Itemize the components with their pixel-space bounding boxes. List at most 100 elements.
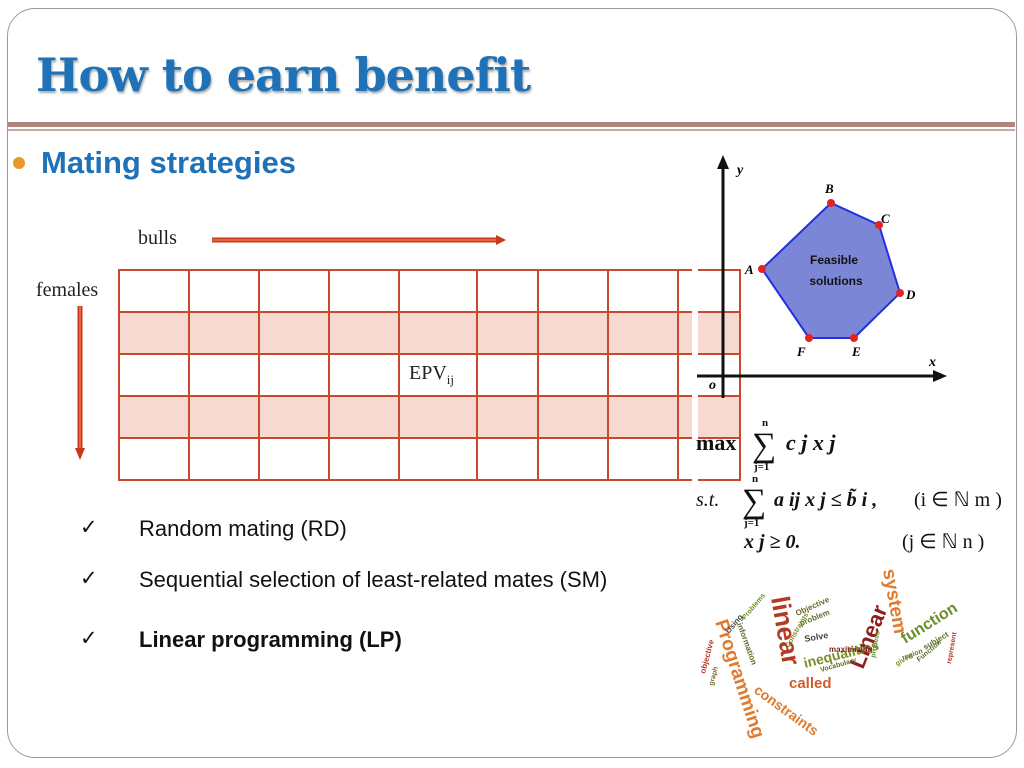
word-solve: Solve: [804, 630, 829, 644]
matrix-cell: [476, 437, 539, 481]
epv-text: EPV: [409, 362, 447, 384]
vertex-label-b: B: [824, 181, 834, 196]
nonnegativity: x j ≥ 0.: [743, 531, 801, 553]
sum-top-n-2: n: [752, 473, 758, 485]
strategy-linear-programming: Linear programming (LP): [139, 627, 402, 652]
y-axis-arrow-icon: [717, 155, 729, 169]
word-maximizing: maximizing: [829, 645, 873, 654]
subject-to-label: s.t.: [696, 489, 719, 511]
matrix-cell: [607, 437, 679, 481]
matrix-cell: [537, 437, 609, 481]
vertex-label-e: E: [851, 344, 861, 359]
nonnegativity-domain: (j ∈ ℕ n ): [902, 531, 984, 553]
sum-symbol-2: ∑: [742, 483, 766, 520]
matrix-cell: [328, 269, 400, 313]
vertex-a: [758, 265, 766, 273]
constraint-domain: (i ∈ ℕ m ): [914, 489, 1002, 511]
matrix-cell: [118, 395, 190, 439]
matrix-row: [118, 395, 741, 439]
feasible-region-diagram: y x o Feasible solutions A B C D E F: [697, 155, 947, 398]
grid-clip: [692, 262, 698, 484]
vertex-label-a: A: [744, 262, 754, 277]
right-arrow-icon: [212, 235, 506, 245]
matrix-cell: [607, 353, 679, 397]
x-axis-arrow-icon: [933, 370, 947, 382]
matrix-cell: [258, 269, 330, 313]
linear-programming-word-cloud: Programming linear Linear system functio…: [698, 567, 960, 741]
title-divider-thin: [8, 129, 1015, 131]
matrix-cell: [118, 311, 190, 355]
strategy-random-mating: Random mating (RD): [139, 516, 347, 541]
sum-bottom-index-2: j=1: [743, 517, 759, 529]
matrix-cell: [328, 395, 400, 439]
vertex-label-c: C: [881, 211, 890, 226]
matrix-cell: [476, 395, 539, 439]
matrix-cell: [537, 311, 609, 355]
vertex-d: [896, 289, 904, 297]
bullet-icon: [13, 157, 25, 169]
y-axis-label: y: [735, 163, 744, 178]
matrix-cell: [188, 269, 260, 313]
matrix-cell: [607, 395, 679, 439]
matrix-cell: [607, 311, 679, 355]
max-label: max: [696, 430, 736, 455]
females-label: females: [36, 279, 99, 301]
matrix-cell: [677, 437, 741, 481]
epv-subscript: ij: [446, 372, 455, 387]
strategy-sequential-selection: Sequential selection of least-related ma…: [139, 567, 608, 592]
matrix-cell: [537, 353, 609, 397]
epv-cell-label: EPVij: [409, 362, 454, 388]
down-arrow-icon: [75, 306, 85, 460]
matrix-cell: [537, 269, 609, 313]
region-label-line2: solutions: [809, 274, 863, 288]
region-label-line1: Feasible: [810, 253, 858, 267]
x-axis-label: x: [928, 355, 936, 370]
matrix-cell: [328, 311, 400, 355]
matrix-cell: [398, 311, 478, 355]
slide-title: How to earn benefit: [36, 48, 531, 102]
sum-bottom-index: j=1: [753, 461, 769, 473]
matrix-cell: [258, 311, 330, 355]
word-graph: graph: [708, 666, 720, 687]
matrix-cell: [118, 353, 190, 397]
bulls-label: bulls: [138, 227, 177, 249]
matrix-cell: [476, 311, 539, 355]
word-problems: Problems: [741, 592, 767, 621]
lp-formula: max n ∑ j=1 c j x j s.t. n ∑ j=1 a ij x …: [696, 418, 1002, 553]
checkmark-icon: ✓: [80, 626, 98, 650]
matrix-cell: [188, 437, 260, 481]
matrix-cell: [476, 269, 539, 313]
vertex-f: [805, 334, 813, 342]
matrix-row: [118, 437, 741, 481]
sum-top-n: n: [762, 418, 768, 429]
matrix-cell: [677, 311, 741, 355]
checkmark-icon: ✓: [80, 515, 98, 539]
matrix-cell: [476, 353, 539, 397]
section-heading: Mating strategies: [41, 145, 296, 180]
matrix-cell: [258, 395, 330, 439]
matrix-row: [118, 311, 741, 355]
vertex-c: [875, 221, 883, 229]
mating-matrix: [118, 269, 741, 481]
matrix-cell: [188, 353, 260, 397]
matrix-cell: [677, 269, 741, 313]
matrix-cell: [398, 269, 478, 313]
matrix-cell: [118, 437, 190, 481]
matrix-cell: [258, 353, 330, 397]
objective-terms: c j x j: [786, 430, 836, 455]
matrix-cell: [188, 395, 260, 439]
vertex-label-d: D: [905, 287, 916, 302]
origin-label: o: [709, 378, 716, 393]
matrix-cell: [118, 269, 190, 313]
word-process: process: [870, 631, 882, 659]
matrix-cell: [398, 353, 478, 397]
vertex-label-f: F: [796, 344, 806, 359]
matrix-cell: [328, 437, 400, 481]
matrix-cell: [607, 269, 679, 313]
constraint-expression: a ij x j ≤ b̃ i ,: [774, 488, 877, 511]
matrix-cell: [398, 437, 478, 481]
checkmark-icon: ✓: [80, 566, 98, 590]
matrix-row: [118, 269, 741, 313]
matrix-cell: [537, 395, 609, 439]
title-divider: [8, 122, 1015, 127]
